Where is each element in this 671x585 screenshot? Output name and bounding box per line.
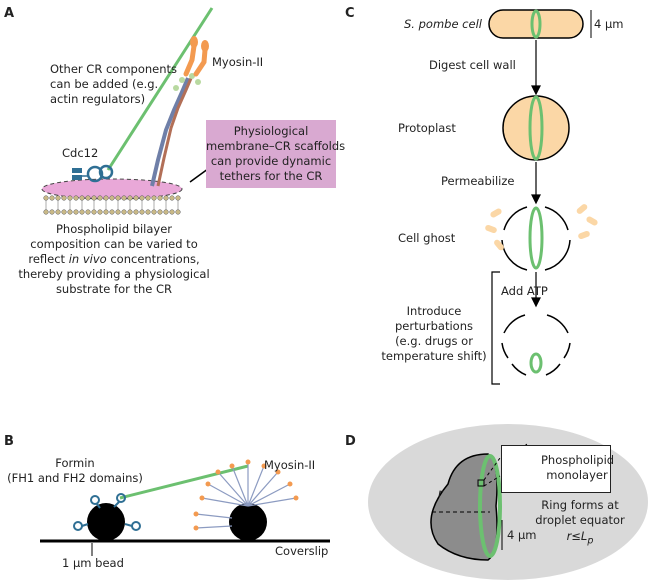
scale-label-c: 4 μm xyxy=(594,17,624,31)
bilayer-line2: composition can be varied to xyxy=(30,237,198,251)
phospholipid-bilayer xyxy=(41,178,183,215)
myosin-ii-icon xyxy=(195,462,297,529)
myosin-head xyxy=(245,459,251,465)
radius-label: r xyxy=(438,486,443,500)
panel-b-label: B xyxy=(4,434,14,449)
introduce-line4: temperature shift) xyxy=(381,349,487,363)
contractile-ring xyxy=(530,9,542,39)
myosin-head xyxy=(261,463,267,469)
phospholipid-line1: Phospholipid xyxy=(541,453,615,467)
myosin-label-a: Myosin-II xyxy=(212,55,264,69)
bilayer-line4: thereby providing a physiological xyxy=(18,267,210,281)
formin-line2: (FH1 and FH2 domains) xyxy=(7,471,143,485)
other-cr-line1: Other CR components xyxy=(50,62,178,76)
introduce-line3: (e.g. drugs or xyxy=(395,334,473,348)
zoom-marker xyxy=(477,479,485,487)
phospholipid-line2: monolayer xyxy=(546,468,608,482)
contractile-ring xyxy=(478,454,502,558)
myosin-head xyxy=(193,511,199,517)
bead xyxy=(229,503,267,541)
relation-label: r≤Lp xyxy=(566,529,594,547)
myosin-head xyxy=(293,495,299,501)
ghost-label: Cell ghost xyxy=(398,231,456,245)
bracket xyxy=(491,271,500,385)
formin-icon xyxy=(73,493,141,531)
box-line3: can provide dynamic xyxy=(210,154,332,168)
formin-line1: Formin xyxy=(55,456,95,470)
myosin-ii-icon xyxy=(150,36,209,187)
bilayer-line5: substrate for the CR xyxy=(55,282,173,296)
panel-c-graphic xyxy=(485,9,598,385)
scale-label-d: 4 μm xyxy=(507,528,537,542)
actin-filament xyxy=(119,464,249,500)
bilayer-line3: reflect in vivo concentrations, xyxy=(28,252,200,266)
pombe-cell-label: S. pombe cell xyxy=(404,17,482,31)
arrow xyxy=(531,40,541,308)
panel-d-label: D xyxy=(345,434,356,449)
bead-label: 1 μm bead xyxy=(62,556,124,570)
add-atp-label: Add ATP xyxy=(501,284,548,298)
ring-line1: Ring forms at xyxy=(541,498,619,512)
panel-b-graphic xyxy=(40,459,330,556)
myosin-head xyxy=(193,525,199,531)
panel-c-label: C xyxy=(345,6,355,21)
other-cr-line3: actin regulators) xyxy=(50,92,146,106)
panel-a-label: A xyxy=(4,6,15,21)
myosin-head xyxy=(205,481,211,487)
introduce-line2: perturbations xyxy=(395,319,473,333)
bilayer-line1: Phospholipid bilayer xyxy=(55,222,173,236)
contractile-ring xyxy=(528,95,544,161)
introduce-line1: Introduce xyxy=(406,304,462,318)
permeabilize-label: Permeabilize xyxy=(441,174,515,188)
myosin-head xyxy=(287,481,293,487)
box-line1: Physiological xyxy=(233,124,309,138)
protoplast xyxy=(502,95,570,161)
myosin-head xyxy=(215,469,221,475)
monolayer-box xyxy=(501,445,611,493)
scaffold-note-box xyxy=(206,120,336,188)
actin-filament xyxy=(106,7,214,171)
myosin-label-b: Myosin-II xyxy=(264,458,316,472)
contracted-ghost xyxy=(501,314,571,376)
pombe-cell xyxy=(488,9,584,39)
ring-line2: droplet equator xyxy=(535,513,625,527)
myosin-head xyxy=(229,463,235,469)
cell-ghost xyxy=(485,204,598,271)
cdc12-icon xyxy=(72,164,114,183)
box-line2: membrane–CR scaffolds xyxy=(206,139,346,153)
cdc12-label: Cdc12 xyxy=(62,146,99,160)
myosin-head xyxy=(199,495,205,501)
protoplast-label: Protoplast xyxy=(398,121,456,135)
myosin-head xyxy=(275,469,281,475)
digest-label: Digest cell wall xyxy=(429,58,516,72)
coverslip-label: Coverslip xyxy=(275,544,329,558)
box-line4: tethers for the CR xyxy=(219,169,323,183)
other-cr-line2: can be added (e.g. xyxy=(50,77,159,91)
bead xyxy=(87,503,125,541)
panel-a-graphic xyxy=(41,7,218,215)
